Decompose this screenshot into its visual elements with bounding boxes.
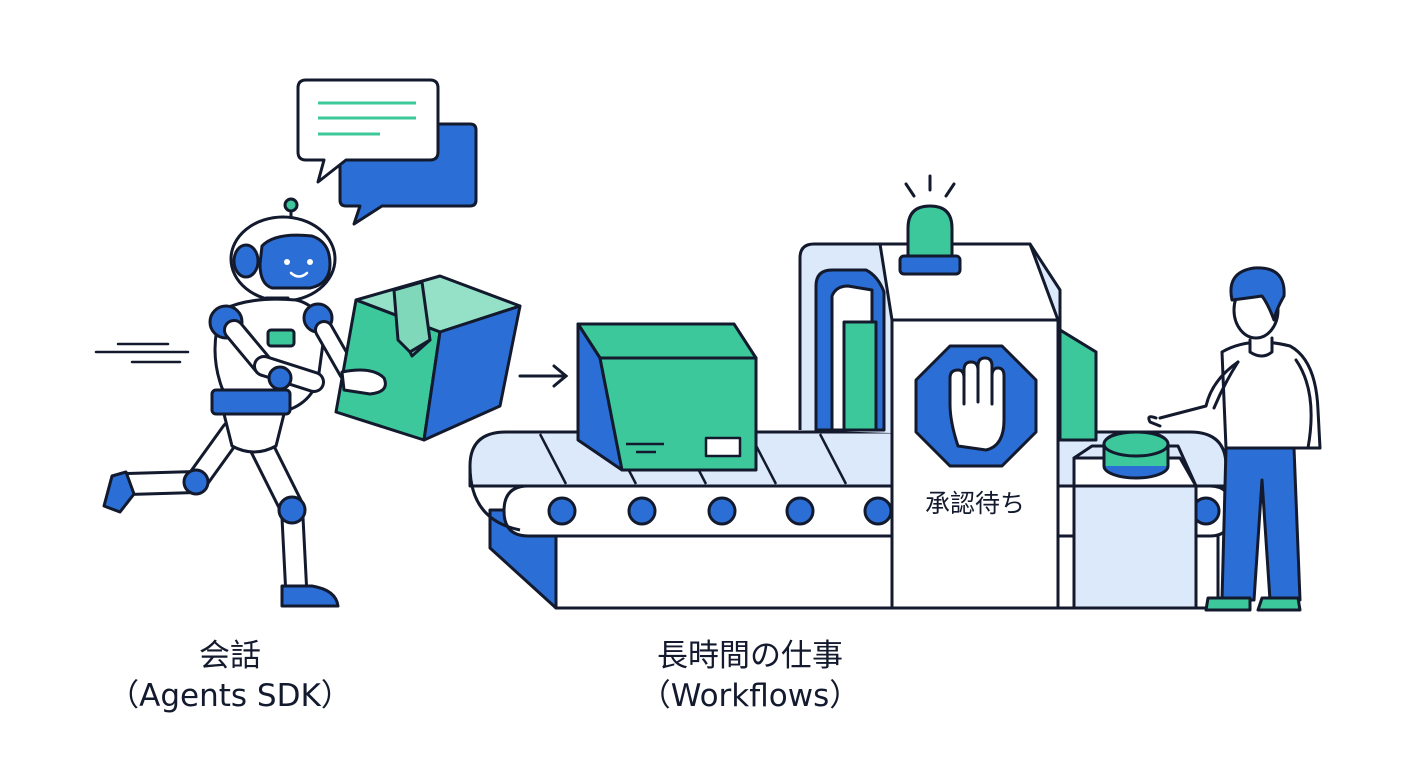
caption-right-line1: 長時間の仕事 [657, 638, 843, 674]
approval-button-icon[interactable] [1072, 430, 1198, 610]
package-icon [334, 274, 522, 442]
stop-hand-icon [914, 344, 1038, 468]
caption-agents-sdk: 会話 （Agents SDK） [60, 636, 400, 716]
caption-left-line1: 会話 [199, 638, 261, 674]
chat-bubbles-icon [296, 78, 478, 226]
robot-icon [94, 197, 358, 608]
caption-right-line2: （Workflows） [639, 678, 861, 714]
person-icon [1147, 266, 1322, 612]
caption-left-line2: （Agents SDK） [108, 678, 352, 714]
robot-hand [340, 368, 387, 396]
machine-sign-label: 承認待ち [925, 489, 1025, 518]
caption-workflows: 長時間の仕事 （Workflows） [570, 636, 930, 716]
alarm-light-icon [898, 174, 962, 276]
arrow-right-icon [518, 364, 569, 388]
package-icon [576, 322, 758, 472]
